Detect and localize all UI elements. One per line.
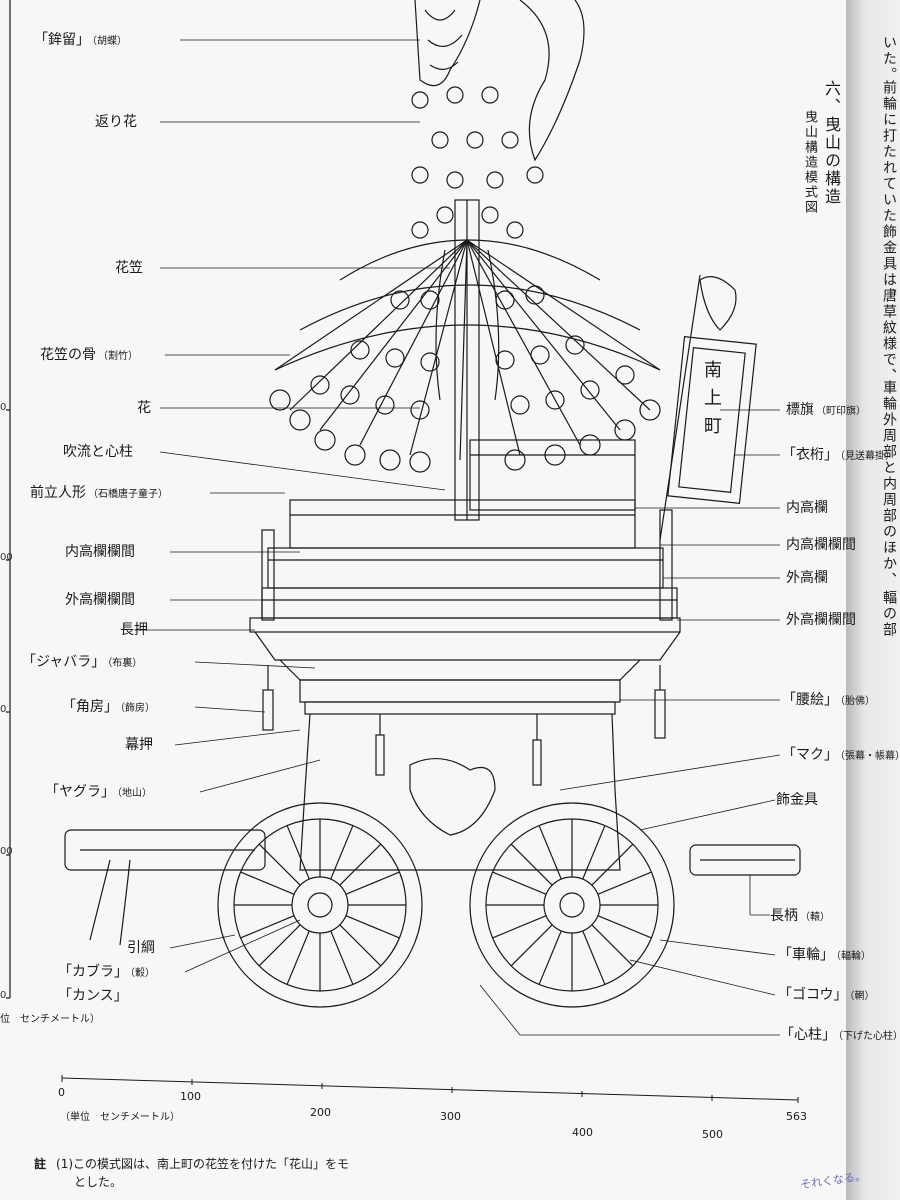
wheel-spoke (240, 915, 295, 939)
scale-bar (61, 1075, 799, 1103)
yagura-body (299, 713, 621, 871)
shafts (64, 829, 801, 946)
hikiyama-diagram (6, 0, 801, 1103)
footnote-line-1: (1)この模式図は、南上町の花笠を付けた「花山」をモ (56, 1157, 350, 1171)
axis-tick: 0 (0, 990, 7, 1001)
scale-tick-label: 0 (58, 1086, 65, 1099)
flag-text: 南上町 (701, 360, 722, 444)
wheel-spoke (492, 871, 547, 895)
wheel-spoke (258, 843, 301, 886)
label-kabura: 「カブラ」（轂） (58, 964, 155, 980)
axis-tick: 00 (0, 846, 13, 857)
label-sotokoran-ma: 外高欄欄間 (65, 592, 135, 608)
footnote-line-2: とした。 (74, 1175, 123, 1189)
label-uchikoran-ma: 内高欄欄間 (65, 544, 135, 560)
footnote: 註 (1)この模式図は、南上町の花笠を付けた「花山」をモ とした。 (34, 1155, 349, 1191)
wheel-spoke (582, 930, 606, 985)
label-sotokoran-ma-right: 外高欄欄間 (786, 612, 856, 628)
scale-tick-label: 500 (702, 1128, 723, 1141)
wheel-spoke (330, 930, 354, 985)
left-unit-label: 位 センチメートル） (0, 1014, 100, 1025)
label-makuoshi: 幕押 (125, 737, 153, 753)
label-kansu: 「カンス」 (58, 988, 128, 1004)
scale-tick-label: 100 (180, 1090, 201, 1103)
wheel-spoke (345, 915, 400, 939)
wheel-spokes (234, 819, 658, 991)
label-kakubusa: 「角房」（飾房） (62, 699, 155, 715)
wheel-spoke (591, 843, 634, 886)
label-koshie: 「腰絵」（胎佛） (782, 692, 875, 708)
section-title: 六、曳山の構造 (822, 80, 841, 206)
label-yagura: 「ヤグラ」（地山） (45, 784, 152, 800)
wheel-spoke (330, 825, 354, 880)
right-page-col-5: 輻の部 (881, 590, 897, 638)
label-hana: 花 (137, 400, 151, 416)
label-kazarikanagu: 飾金具 (776, 792, 818, 808)
wheel-spoke (597, 915, 652, 939)
hokodome-ornament (414, 0, 585, 162)
wheel-spoke (258, 924, 301, 967)
right-page-col-1: いた。 (881, 35, 897, 83)
label-hikizuna: 引綱 (127, 940, 155, 956)
wheel-spoke (345, 871, 400, 895)
label-fukinagashi: 吹流と心柱 (63, 444, 133, 460)
scale-tick-label: 200 (310, 1106, 331, 1119)
label-gokou: 「ゴコウ」（輞） (778, 987, 875, 1003)
label-shirushibata: 標旗（町印旗） (786, 402, 866, 418)
wheel-spoke (538, 930, 562, 985)
axis-tick: 0 (0, 402, 7, 413)
central-pole (435, 199, 500, 521)
wheel-spoke (286, 825, 310, 880)
label-sotokoran: 外高欄 (786, 570, 828, 586)
wheel-spoke (339, 843, 382, 886)
scale-tick-label: 400 (572, 1126, 593, 1139)
wheel-spoke (339, 924, 382, 967)
leader-lines-right (479, 409, 781, 1036)
flower-discs (269, 86, 661, 473)
axis-tick: 0 (0, 704, 7, 715)
figure-title: 曳山構造模式図 (802, 110, 817, 215)
label-hanagasa: 花笠 (115, 260, 143, 276)
wheel-spoke (286, 930, 310, 985)
label-jabara: 「ジャバラ」（布裏） (22, 654, 143, 670)
wheel-spoke (240, 871, 295, 895)
right-page-col-4: 車輪外周部と内周部のほか、 (881, 380, 897, 588)
label-sharin: 「車輪」（輻輪） (778, 947, 871, 963)
wheel-spoke (510, 924, 553, 967)
label-kaeribana: 返り花 (95, 114, 137, 130)
tassels (262, 665, 666, 786)
label-hokodome: 「鉾留」（胡蝶） (34, 32, 127, 48)
label-uchikoran-ma-right: 内高欄欄間 (786, 537, 856, 553)
wheel-spoke (510, 843, 553, 886)
label-ikou: 「衣桁」（見送幕掛） (782, 447, 895, 463)
wheel-spoke (591, 924, 634, 967)
scale-tick-label: 300 (440, 1110, 461, 1123)
label-shinbashira: 「心柱」（下げた心柱） (780, 1027, 900, 1043)
right-page-col-2: 前輪に打たれていた飾金具は、 (881, 80, 897, 304)
scale-unit-label: （単位 センチメートル） (60, 1112, 180, 1123)
scale-tick-label: 563 (786, 1110, 807, 1123)
wheel-spoke (597, 871, 652, 895)
footnote-marker: 註 (34, 1157, 47, 1171)
label-maedate: 前立人形（石橋唐子童子） (30, 485, 168, 501)
axis-tick: 00 (0, 552, 13, 563)
leader-lines-left (135, 39, 450, 973)
book-gutter (846, 0, 900, 1200)
label-nageshi: 長押 (120, 622, 148, 638)
flag-banner (659, 274, 757, 541)
upper-railing (261, 439, 678, 621)
label-hanagasa-bone: 花笠の骨（割竹） (40, 347, 138, 363)
right-page-col-3: 唐草紋様で、 (881, 288, 897, 384)
wheel-spoke (492, 915, 547, 939)
label-nagae: 長柄（轅） (770, 908, 830, 924)
base-beams (249, 617, 681, 715)
label-uchikoran: 内高欄 (786, 500, 828, 516)
wheel-spoke (538, 825, 562, 880)
label-maku: 「マク」（張幕・帳幕） (782, 747, 900, 763)
wheel-spoke (582, 825, 606, 880)
